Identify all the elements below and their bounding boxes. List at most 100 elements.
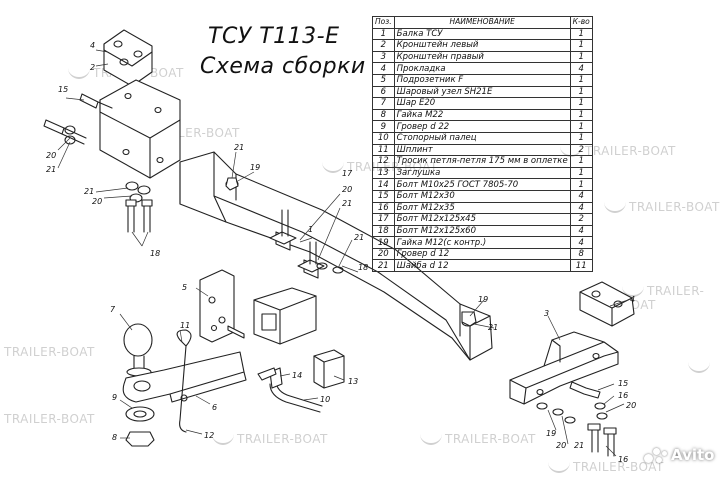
row-qty: 1: [569, 97, 593, 110]
callout-7: 7: [110, 305, 116, 314]
row-qty: 1: [569, 178, 593, 191]
boat-icon: [604, 202, 626, 213]
row-pos: 5: [372, 73, 395, 87]
row-name: Кронштейн правый: [393, 50, 571, 64]
row-name: Балка ТСУ: [393, 27, 571, 41]
row-pos: 21: [372, 259, 395, 273]
callout-19: 19: [250, 163, 260, 172]
row-name: Кронштейн левый: [393, 39, 571, 52]
row-pos: 17: [372, 213, 395, 226]
row-name: Шайба d 12: [393, 259, 571, 273]
watermark: [688, 360, 713, 374]
row-qty: 4: [569, 201, 593, 215]
row-name: Болт М12х35: [393, 201, 571, 215]
watermark: TRAILER-BOAT: [4, 412, 95, 426]
callout-21: 21: [234, 143, 244, 152]
boat-icon: [322, 162, 344, 173]
row-qty: 1: [569, 120, 593, 133]
callout-21: 21: [488, 323, 498, 332]
callouts: 15 20 21 4 2 21 20 18 21 19 17 20 21 1 2…: [46, 41, 636, 464]
left-fasteners: [43, 93, 153, 233]
row-name: Шар E20: [393, 97, 571, 110]
row-pos: 13: [372, 166, 395, 180]
callout-21: 21: [342, 199, 352, 208]
row-name: Гайка М12(с контр.): [393, 236, 571, 249]
drawing-subtitle: Схема сборки: [200, 54, 366, 79]
receiver: [199, 269, 317, 345]
beam-studs: [269, 209, 325, 279]
callout-19: 19: [546, 429, 556, 438]
row-qty: 1: [569, 155, 593, 168]
row-name: Шаровый узел SH21E: [393, 85, 571, 99]
callout-21: 21: [46, 165, 56, 174]
callout-19: 19: [478, 295, 488, 304]
row-pos: 18: [372, 224, 395, 238]
boat-icon: [622, 286, 644, 297]
callout-15: 15: [618, 379, 628, 388]
callout-3: 3: [544, 309, 549, 318]
row-qty: 11: [569, 259, 593, 273]
row-name: Гровер d 12: [393, 247, 571, 261]
callout-5: 5: [182, 283, 187, 292]
boat-icon: [212, 434, 234, 445]
row-qty: 1: [569, 50, 593, 64]
row-name: Прокладка: [393, 62, 571, 75]
row-qty: 1: [569, 39, 593, 52]
row-name: Заглушка: [393, 166, 571, 180]
row-name: Подрозетник F: [393, 73, 571, 87]
row-qty: 1: [569, 27, 593, 41]
row-pos: 20: [372, 247, 395, 261]
callout-12: 12: [204, 431, 214, 440]
callout-9: 9: [112, 393, 117, 402]
avito-logo: Avito: [644, 446, 714, 464]
callout-6: 6: [212, 403, 217, 412]
left-bracket: [99, 79, 181, 179]
callout-20: 20: [556, 441, 566, 450]
callout-21: 21: [354, 233, 364, 242]
row-pos: 1: [372, 27, 395, 41]
callout-20: 20: [626, 401, 636, 410]
row-pos: 16: [372, 201, 395, 215]
ball-mount: [122, 323, 247, 447]
callout-13: 13: [348, 377, 358, 386]
callout-21: 21: [84, 187, 94, 196]
callout-4: 4: [630, 295, 635, 304]
row-pos: 2: [372, 39, 395, 52]
row-name: Стопорный палец: [393, 131, 571, 145]
drawing-title: ТСУ Т113-Е: [208, 24, 340, 49]
callout-16: 16: [618, 391, 628, 400]
row-qty: 4: [569, 224, 593, 238]
row-qty: 1: [569, 166, 593, 180]
pin-and-cable: [176, 329, 323, 433]
table-header-row: Поз. НАИМЕНОВАНИЕ К-во: [372, 16, 593, 29]
row-qty: 2: [569, 143, 593, 157]
boat-icon: [68, 68, 90, 79]
row-name: Шплинт: [393, 143, 571, 157]
row-name: Гровер d 22: [393, 120, 571, 133]
header-pos: Поз.: [372, 16, 395, 29]
callout-15: 15: [58, 85, 68, 94]
callout-2: 2: [90, 63, 95, 72]
row-name: Болт М12х125х45: [393, 213, 571, 226]
callout-20: 20: [46, 151, 56, 160]
row-qty: 4: [569, 62, 593, 75]
